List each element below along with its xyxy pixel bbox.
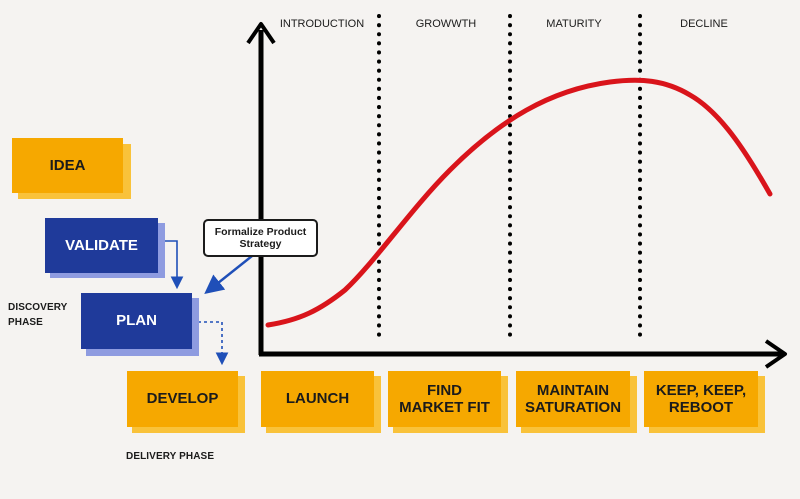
plan-to-develop-connector [198,321,229,366]
x-axis-arrowhead [764,339,787,369]
validate-box: VALIDATE [45,218,158,273]
launch-box: LAUNCH [261,371,374,427]
find-market-fit-box: FIND MARKET FIT [388,371,501,427]
stage-introduction: INTRODUCTION [279,18,365,30]
stage-decline: DECLINE [680,18,728,30]
maintain-saturation-box: MAINTAIN SATURATION [516,371,630,427]
develop-box: DEVELOP [127,371,238,427]
plan-box: PLAN [81,293,192,349]
callout-arrow [204,255,253,294]
validate-to-plan-connector [162,240,184,290]
discovery-phase-label: DISCOVERY PHASE [8,302,68,328]
lifecycle-curve [265,77,773,328]
stage-maturity: MATURITY [546,18,602,30]
stage-growth: GROWWTH [415,18,477,30]
keep-keep-reboot-box: KEEP, KEEP, REBOOT [644,371,758,427]
formalize-strategy-callout: Formalize Product Strategy [203,219,318,257]
delivery-phase-label: DELIVERY PHASE [126,451,215,462]
y-axis-arrowhead [246,22,276,45]
idea-box: IDEA [12,138,123,193]
